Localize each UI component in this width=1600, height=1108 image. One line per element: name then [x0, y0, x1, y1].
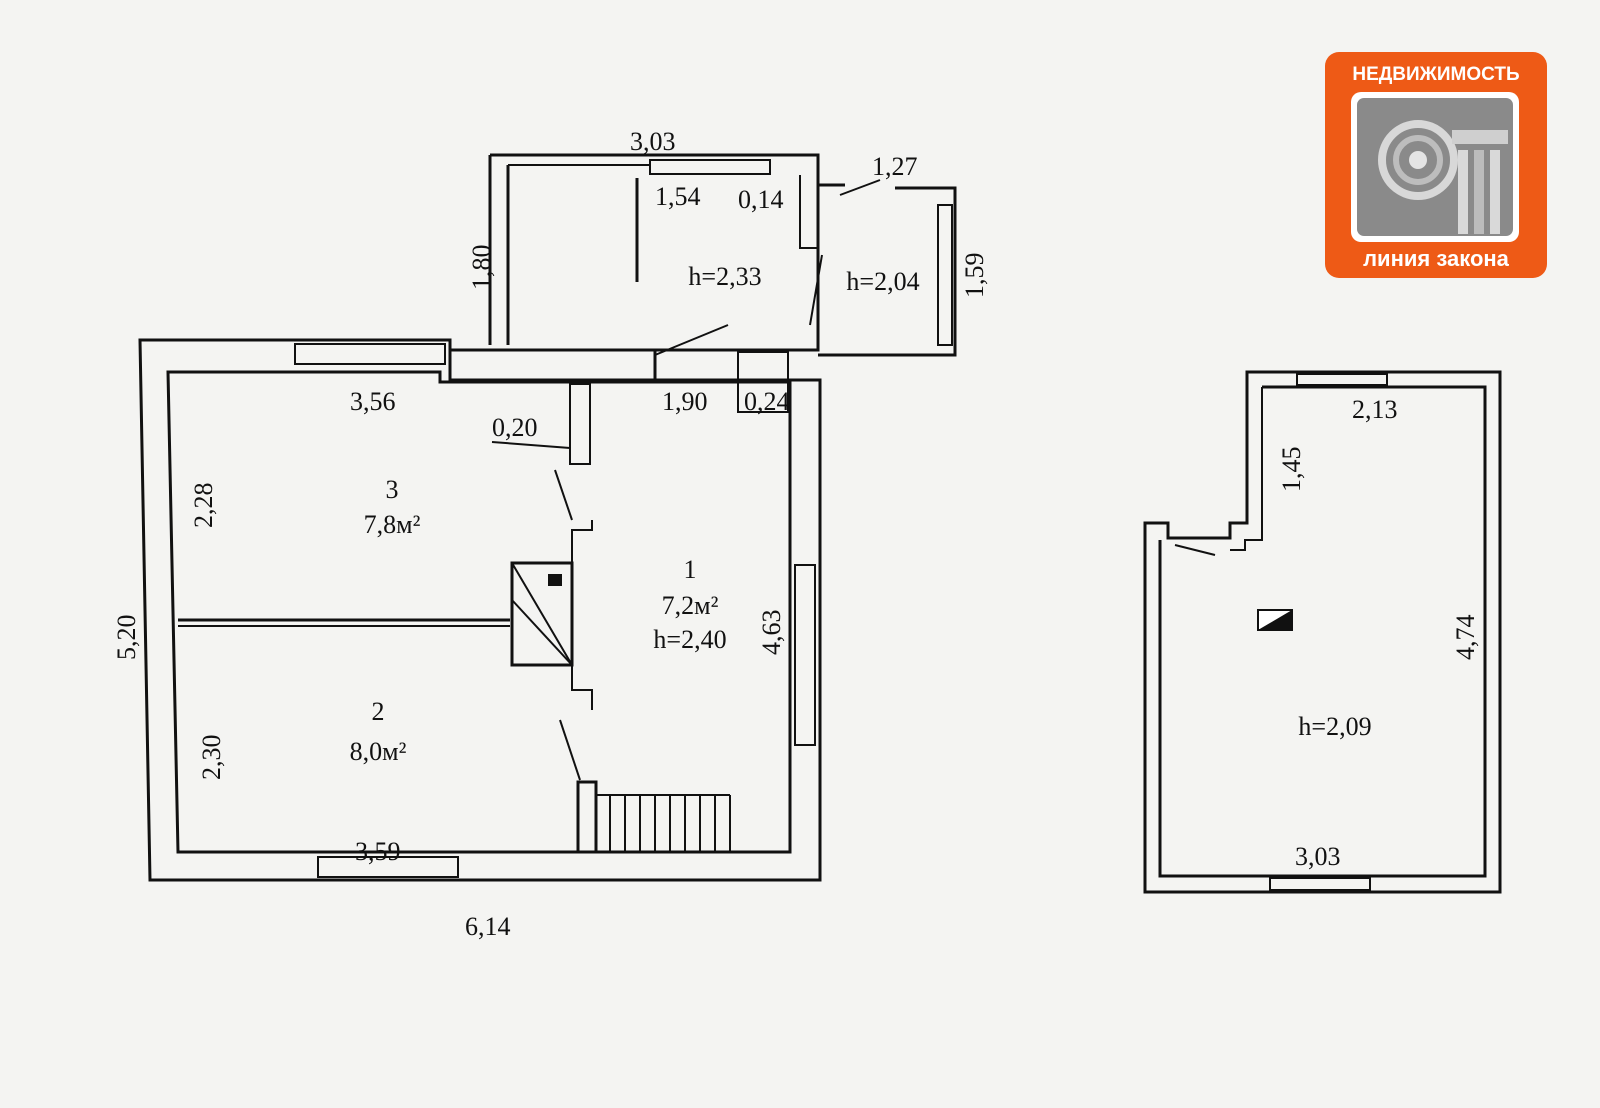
- dim-porch-side: 1,59: [960, 253, 989, 299]
- logo-top-text: НЕДВИЖИМОСТЬ: [1352, 64, 1519, 85]
- dim-attic-notch: 1,45: [1277, 447, 1306, 493]
- attic-window-top: [1296, 373, 1388, 386]
- window-bottom: [317, 856, 459, 878]
- dim-annex-wall: 0,14: [738, 185, 784, 214]
- attic-window-bottom: [1269, 877, 1371, 891]
- stove: [510, 561, 574, 667]
- annex-height: h=2,33: [688, 262, 761, 291]
- room3-number: 3: [386, 475, 399, 504]
- dim-room3-width: 3,56: [350, 387, 396, 416]
- dim-porch: 1,27: [872, 152, 918, 181]
- dim-total-width: 6,14: [465, 912, 511, 941]
- partition-stub: [569, 383, 591, 465]
- logo-bottom-text: линия закона: [1363, 246, 1510, 271]
- window-right: [794, 564, 816, 746]
- room3-area: 7,8м²: [364, 510, 421, 539]
- room2-area: 8,0м²: [350, 737, 407, 766]
- window-top-left: [294, 343, 446, 365]
- dim-total-depth: 5,20: [112, 615, 141, 661]
- dim-hall-wall: 0,24: [744, 387, 790, 416]
- floor2-walls: [1143, 370, 1502, 894]
- dim-annex-inner: 1,54: [655, 182, 701, 211]
- brand-logo: НЕДВИЖИМОСТЬ линия закона: [1325, 52, 1547, 278]
- dim-attic-bottom: 3,03: [1295, 842, 1341, 871]
- dim-attic-side: 4,74: [1451, 615, 1480, 661]
- annex-window: [649, 159, 771, 175]
- room1-number: 1: [684, 555, 697, 584]
- dim-hall-depth: 4,63: [757, 610, 786, 656]
- dim-top-width: 3,03: [630, 127, 676, 156]
- dim-annex-left: 1,80: [467, 245, 496, 291]
- room2-number: 2: [372, 697, 385, 726]
- hall-wall-stub: [737, 351, 789, 413]
- porch-height: h=2,04: [846, 267, 919, 296]
- dim-room3-depth: 2,28: [189, 483, 218, 529]
- dim-room2-width: 3,59: [355, 837, 401, 866]
- room1-area: 7,2м²: [662, 591, 719, 620]
- stairs: [576, 780, 731, 854]
- room1-height: h=2,40: [653, 625, 726, 654]
- dim-hall-width: 1,90: [662, 387, 708, 416]
- porch-window: [937, 204, 953, 346]
- dim-room2-depth: 2,30: [197, 735, 226, 781]
- floor1-walls: [138, 338, 822, 882]
- ionic-column-icon: [1378, 120, 1508, 234]
- attic-height: h=2,09: [1298, 712, 1371, 741]
- annex-walls: [448, 153, 957, 382]
- dim-partition: 0,20: [492, 413, 538, 442]
- dim-attic-top: 2,13: [1352, 395, 1398, 424]
